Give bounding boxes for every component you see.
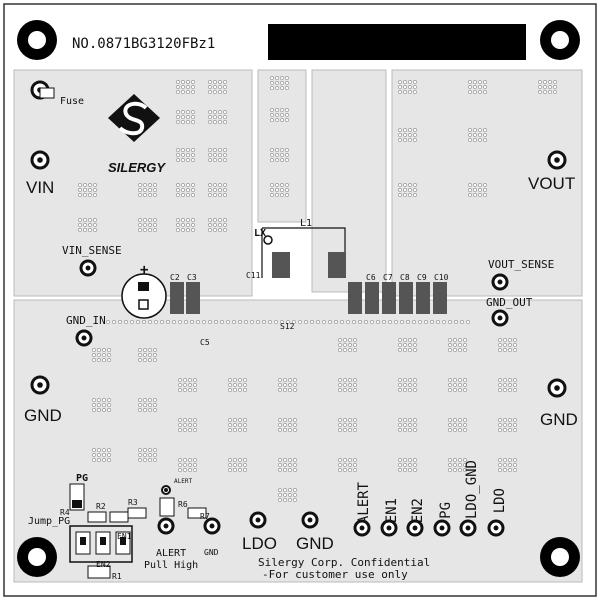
alert-small-label: ALERT [174,478,193,485]
inductor-label: L1 [300,218,313,229]
pin-en1-label: EN1 [384,498,400,524]
r4-label: R4 [60,508,70,517]
confidential-line-1: Silergy Corp. Confidential [258,556,431,569]
gnd-small-label: GND [204,548,219,557]
ldo-connector-label: LDO [242,534,277,553]
lx-label: LX [254,228,267,239]
r3-label: R3 [128,498,138,507]
gnd-out-label: GND_OUT [486,296,533,309]
en2-label: EN2 [96,560,111,569]
copper-vout-mid [311,69,387,293]
c5-label: C5 [200,338,210,347]
jump-pg-label: Jump_PG [28,516,71,527]
l1-pad-left [272,252,290,278]
r2-label: R2 [96,502,106,511]
gnd-in-label: GND_IN [66,314,106,327]
via-field [78,76,557,502]
vin-sense-label: VIN_SENSE [62,244,122,257]
alert-label: ALERT [156,548,187,559]
r6-label: R6 [178,500,188,509]
c10-label: C10 [434,273,449,282]
pin-alert-label: ALERT [356,482,372,525]
en1-label: EN1 [117,532,132,541]
jumper-blocks [39,87,207,579]
pull-high-label: Pull High [144,560,199,571]
output-caps [348,282,447,314]
fuse-label: Fuse [60,96,85,107]
gnd-connector-label: GND [296,534,334,553]
vout-sense-label: VOUT_SENSE [488,258,555,271]
l1-pad-right [328,252,346,278]
c2-label: C2 [170,273,180,282]
cap-polarity-plus: + [140,262,149,278]
pin-ldo-label: LDO [492,488,508,514]
label-block [268,24,526,60]
r7-label: R7 [200,512,210,521]
pin-ldo-gnd-label: LDO_GND [464,460,480,520]
c7-label: C7 [383,273,393,282]
r1-label: R1 [112,572,122,581]
gnd-left-label: GND [24,406,62,425]
pin-en2-label: EN2 [410,498,426,524]
vout-label: VOUT [528,174,576,193]
test-points [30,80,567,537]
copper-lx [257,69,307,223]
copper-vout [391,69,583,297]
c3-label: C3 [187,273,197,282]
c9-label: C9 [417,273,427,282]
c11-label: C11 [246,271,261,280]
input-cap-outline [121,273,167,319]
pg-jumper-label: PG [76,473,89,484]
silergy-logo: SILERGY [108,160,166,175]
c6-label: C6 [366,273,376,282]
confidential-line-2: -For customer use only [262,568,408,581]
gnd-right-label: GND [540,410,578,429]
vin-label: VIN [26,178,55,197]
c8-label: C8 [400,273,410,282]
pin-pg-label: PG [438,502,454,519]
part-number: NO.0871BG3120FBz1 [72,36,216,52]
silergy-logo-mark [108,94,160,142]
s12-label: S12 [280,322,295,331]
input-caps [170,282,200,314]
